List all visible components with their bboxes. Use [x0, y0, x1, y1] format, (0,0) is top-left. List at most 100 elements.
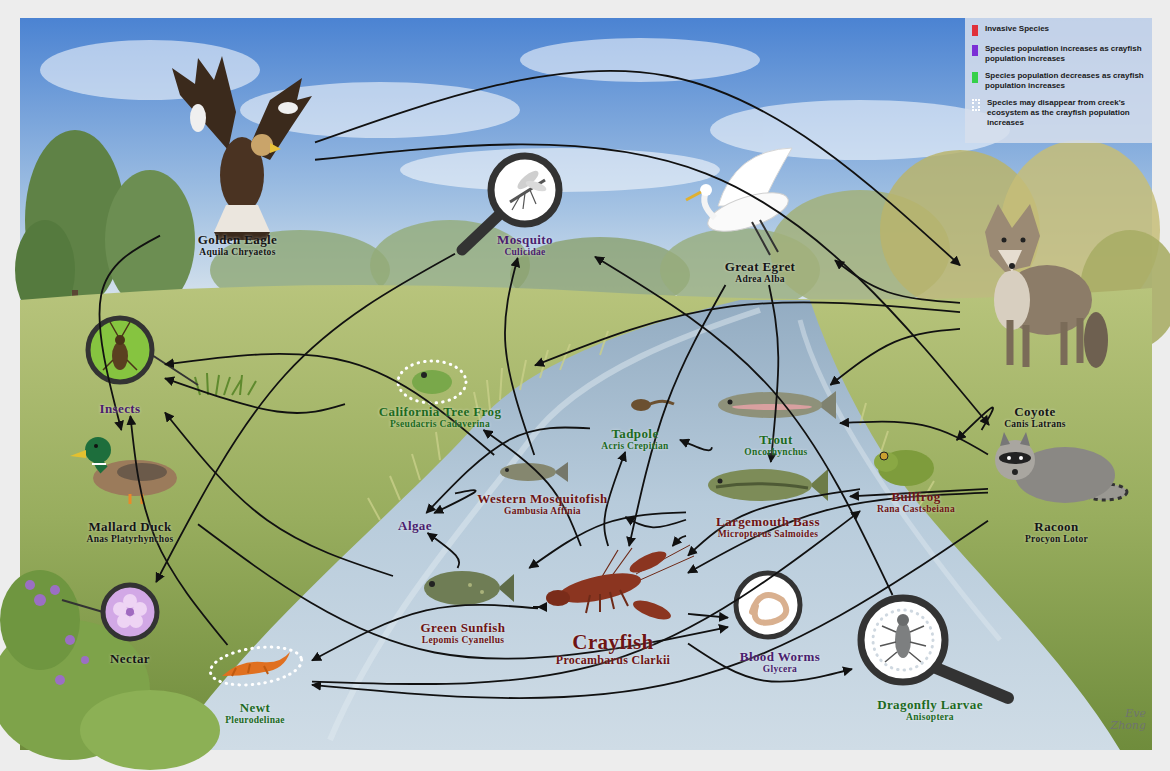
green-sunfish-illustration [468, 583, 472, 587]
tadpole-illustration [631, 399, 674, 411]
green-sunfish-illustration [480, 590, 484, 594]
flowers [34, 594, 46, 606]
golden-eagle-illustration [248, 78, 312, 160]
legend-row: Species population increases as crayfish… [972, 44, 1146, 63]
scientific-name: Oncorhynchus [744, 447, 807, 458]
dragonfly-larvae-magnifier [861, 598, 1008, 698]
racoon-illustration [1007, 456, 1011, 460]
racoon-illustration [999, 452, 1031, 464]
dragonfly-larvae-magnifier [936, 668, 1008, 698]
nectar-circle [117, 614, 131, 628]
food-link [629, 285, 725, 546]
newt-illustration [208, 642, 304, 690]
nectar-circle [133, 602, 147, 616]
golden-eagle-illustration [190, 104, 206, 132]
scientific-name: Rana Castsbeiana [877, 504, 955, 515]
scientific-name: Adrea Alba [735, 274, 785, 285]
species-node: TroutOncorhynchus [712, 385, 840, 458]
species-node: Nectar [95, 582, 165, 666]
dragonfly-larvae-magnifier [880, 626, 926, 662]
scientific-name: Acris Crepitian [601, 441, 668, 452]
species-name: Trout [759, 433, 792, 447]
food-link [673, 536, 686, 546]
mosquito-magnifier [462, 156, 559, 250]
dragonfly-larvae-magnifier [897, 614, 909, 626]
food-link [434, 490, 475, 513]
largemouth-bass-illustration [718, 479, 723, 484]
flowers [25, 580, 89, 685]
coyote-illustration [985, 204, 1040, 272]
racoon-illustration [1019, 456, 1023, 460]
green-sunfish-illustration [424, 571, 500, 605]
leader-lines [62, 600, 103, 612]
crayfish-illustration [586, 590, 628, 613]
mosquitofish-illustration [500, 463, 556, 481]
food-link [312, 605, 538, 661]
creek-bank-grass [368, 432, 440, 520]
species-node: Western MosquitofishGambusia Affinia [455, 455, 630, 517]
legend-text: Species may disappear from creek's ecosy… [987, 98, 1146, 127]
species-node: Great EgretAdrea Alba [685, 145, 835, 285]
crayfish-illustration [546, 545, 694, 623]
field [20, 285, 1152, 750]
crayfish-illustration [631, 597, 673, 624]
legend-swatch [972, 25, 978, 36]
insects-circle [103, 322, 137, 370]
creek [170, 300, 1120, 750]
mallard-duck-illustration [130, 494, 142, 504]
scientific-name: Anas Platyrhynchos [87, 534, 174, 545]
species-name: Dragonfly Larvae [877, 698, 983, 712]
scientific-name: Glycera [763, 664, 797, 675]
flowers [55, 675, 65, 685]
leader-lines [62, 355, 198, 612]
mosquito-magnifier [512, 190, 536, 210]
species-name: Green Sunfish [421, 621, 506, 635]
species-node: CrayfishProcambarus Clarkii [538, 546, 688, 668]
species-node: Largemouth BassMicropterus Salmoides [686, 462, 850, 540]
largemouth-bass-illustration [810, 469, 828, 501]
food-link [688, 493, 988, 573]
species-node: Blood WormsGlycera [728, 570, 832, 675]
species-node: Golden EagleAquila Chryaetos [160, 56, 315, 258]
coyote-illustration [998, 250, 1022, 272]
scientific-name: Procambarus Clarkii [556, 654, 670, 668]
leader-lines [152, 355, 198, 385]
legend-row: Species may disappear from creek's ecosy… [972, 98, 1146, 127]
coyote-illustration [985, 204, 1108, 368]
mosquitofish-illustration [500, 462, 568, 482]
dragonfly-larvae-magnifier [873, 610, 933, 670]
left-trees [105, 170, 195, 310]
species-node: Algae [385, 513, 445, 533]
mosquitofish-illustration [554, 462, 568, 482]
golden-eagle-illustration [214, 205, 270, 232]
species-node: BullfrogRana Castsbeiana [860, 440, 972, 515]
insects-circle [112, 342, 128, 370]
bushes [0, 570, 220, 770]
tree-frog-illustration [398, 361, 466, 403]
golden-eagle-illustration [172, 56, 236, 150]
food-link [165, 412, 393, 576]
nectar-circle [103, 585, 157, 639]
legend-swatch [972, 45, 978, 56]
scientific-name: Canis Latrans [1004, 419, 1066, 430]
great-egret-illustration [752, 220, 778, 255]
green-sunfish-illustration [429, 581, 435, 587]
great-egret-illustration [700, 184, 712, 196]
creek [170, 300, 1120, 750]
racoon-illustration [995, 440, 1035, 480]
legend-row: Species population decreases as crayfish… [972, 71, 1146, 90]
food-link [957, 407, 993, 440]
mosquito-magnifier [524, 178, 547, 193]
species-node: Mallard DuckAnas Platyrhynchos [62, 430, 198, 545]
scientific-name: Pleurodelinae [225, 715, 285, 726]
species-name: Nectar [110, 652, 150, 666]
scientific-name: Pseudacris Cadaverina [390, 419, 490, 430]
nectar-circle [126, 608, 134, 616]
species-name: Tadpole [611, 427, 658, 441]
crayfish-illustration [627, 547, 669, 577]
nectar-circle [113, 594, 147, 628]
species-node: Green SunfishLepomis Cyanellus [393, 568, 533, 646]
food-link [830, 329, 960, 385]
species-name: Algae [398, 519, 432, 533]
species-name: Blood Worms [740, 650, 820, 664]
